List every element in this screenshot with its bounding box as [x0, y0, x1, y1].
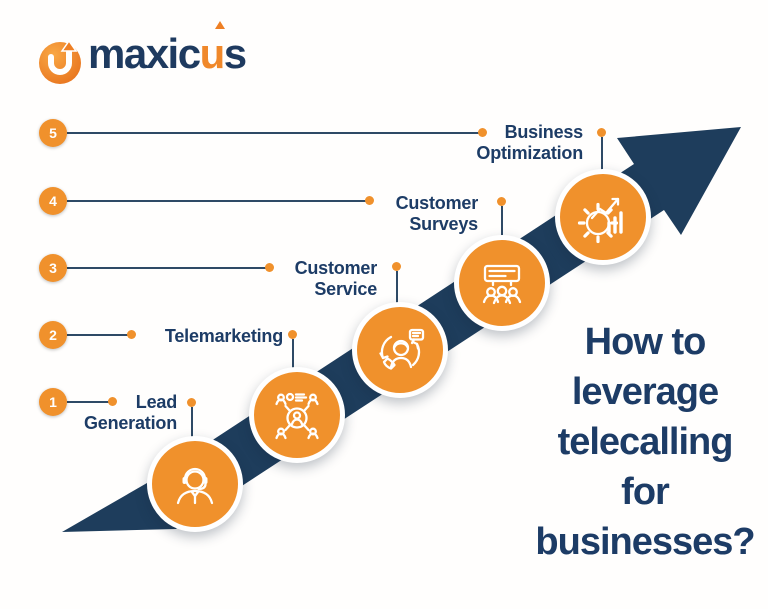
step-4-label-line2: Surveys	[409, 214, 478, 234]
step-2-line-dot	[127, 330, 136, 339]
step-3-circle	[352, 302, 448, 398]
step-3-drop-dot	[392, 262, 401, 271]
step-4-number-badge: 4	[39, 187, 67, 215]
step-3-label: Customer Service	[227, 258, 378, 300]
step-2-circle	[249, 367, 345, 463]
step-3-label-line2: Service	[314, 279, 377, 299]
step-4-drop-dot	[497, 197, 506, 206]
step-5-label-line1: Business	[504, 122, 584, 142]
step-1-leader-line	[67, 401, 113, 403]
step-2-number-badge: 2	[39, 321, 67, 349]
step-5-number: 5	[49, 125, 57, 141]
step-1-line-dot	[108, 397, 117, 406]
step-4-drop-line	[501, 206, 503, 236]
title-line-1: How to	[584, 321, 707, 363]
step-5-leader-line	[67, 132, 483, 134]
step-3-number: 3	[49, 260, 57, 276]
presentation-audience-icon	[482, 264, 522, 305]
support-agent-arrows-icon	[379, 328, 425, 370]
step-1-number: 1	[49, 394, 57, 410]
step-5-label: Business Optimization	[433, 122, 583, 164]
step-5-label-line2: Optimization	[476, 143, 583, 163]
step-2-leader-line	[67, 334, 132, 336]
step-5-line-dot	[478, 128, 487, 137]
gear-growth-chart-icon	[577, 197, 623, 244]
step-5-drop-dot	[597, 128, 606, 137]
step-3-label-line1: Customer	[294, 258, 378, 278]
title-line-2: leverage	[571, 371, 719, 413]
logo-text-post: s	[223, 30, 247, 77]
step-3-line-dot	[265, 263, 274, 272]
step-4-label-line1: Customer	[395, 193, 479, 213]
step-4-circle	[454, 235, 550, 331]
logo-text-pre: maxic	[88, 30, 201, 77]
step-2-number: 2	[49, 327, 57, 343]
step-3-leader-line	[67, 267, 270, 269]
step-1-label-line1: Lead	[135, 392, 177, 412]
page-title: How to leverage telecalling for business…	[520, 317, 768, 567]
step-4-number: 4	[49, 193, 57, 209]
step-5-number-badge: 5	[39, 119, 67, 147]
step-3-number-badge: 3	[39, 254, 67, 282]
step-1-label: Lead Generation	[27, 392, 177, 434]
step-1-drop-line	[191, 407, 193, 437]
title-line-3: telecalling	[557, 421, 734, 463]
step-5-drop-line	[601, 137, 603, 170]
step-4-leader-line	[67, 200, 370, 202]
step-1-drop-dot	[187, 398, 196, 407]
step-2-drop-line	[292, 339, 294, 368]
logo-mark-icon	[39, 39, 81, 84]
step-3-drop-line	[396, 271, 398, 303]
people-network-icon	[275, 392, 319, 440]
title-line-4: for businesses?	[535, 471, 755, 563]
step-5-circle	[555, 169, 651, 265]
step-2-drop-dot	[288, 330, 297, 339]
step-1-number-badge: 1	[39, 388, 67, 416]
step-1-label-line2: Generation	[83, 413, 177, 433]
logo-text-u: u	[200, 21, 225, 77]
step-2-label: Telemarketing	[133, 326, 283, 347]
step-4-label: Customer Surveys	[328, 193, 479, 235]
call-center-agent-icon	[176, 467, 214, 505]
step-2-label-line1: Telemarketing	[164, 326, 283, 346]
logo-u-arrow-icon	[214, 21, 225, 29]
step-4-line-dot	[365, 196, 374, 205]
step-1-circle	[147, 436, 243, 532]
